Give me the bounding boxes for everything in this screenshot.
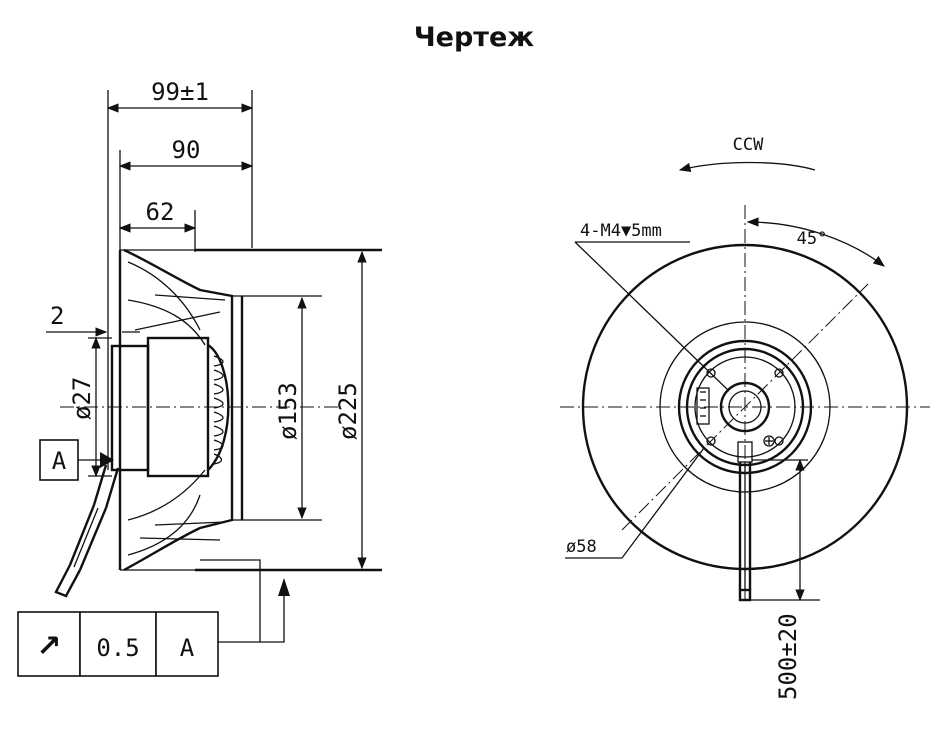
- svg-text:ø58: ø58: [566, 537, 597, 557]
- svg-text:ø27: ø27: [68, 377, 96, 420]
- svg-text:ø225: ø225: [334, 382, 362, 440]
- dimension-offset: 2: [46, 302, 140, 337]
- impeller-blades: [127, 261, 226, 556]
- page-title: Чертеж: [413, 22, 535, 53]
- dimension-outer-diameter: ø225: [334, 250, 367, 570]
- front-view: CCW 4-M4▼5mm 45° ø58 500±20: [560, 135, 930, 700]
- dimension-inlet-depth: 62: [118, 198, 197, 233]
- svg-text:ø153: ø153: [274, 382, 302, 440]
- svg-text:A: A: [52, 447, 67, 475]
- svg-text:500±20: 500±20: [774, 613, 802, 700]
- front-cable: [737, 441, 753, 602]
- tolerance-datum: A: [180, 634, 195, 662]
- svg-text:45°: 45°: [797, 229, 828, 249]
- dimension-hub-diameter: ø27: [68, 336, 112, 478]
- rotation-label: CCW: [733, 135, 764, 155]
- dimension-bolt-circle: ø58: [565, 447, 705, 559]
- mount-hole-callout: 4-M4▼5mm: [575, 221, 690, 243]
- dimension-width: 90: [118, 136, 254, 171]
- runout-symbol: ↗: [36, 629, 61, 664]
- tolerance-frame: ↗ 0.5 A: [17, 559, 290, 677]
- rotation-arrow: CCW: [678, 135, 816, 172]
- side-view: 99±1 90 62 2: [17, 78, 382, 677]
- svg-text:62: 62: [146, 198, 175, 226]
- svg-text:90: 90: [172, 136, 201, 164]
- dimension-inner-diameter: ø153: [274, 296, 307, 520]
- cable: [54, 464, 120, 598]
- angle-dimension: 45°: [746, 217, 885, 267]
- tolerance-value: 0.5: [96, 634, 139, 662]
- svg-text:99±1: 99±1: [151, 78, 209, 106]
- motor-label: [696, 387, 710, 425]
- dimension-cable-length: 500±20: [745, 458, 820, 700]
- dimension-overall-width: 99±1: [106, 78, 254, 113]
- svg-text:2: 2: [50, 302, 64, 330]
- svg-text:4-M4▼5mm: 4-M4▼5mm: [580, 221, 662, 241]
- motor-body: [110, 336, 230, 478]
- datum-label-box: A: [39, 439, 114, 481]
